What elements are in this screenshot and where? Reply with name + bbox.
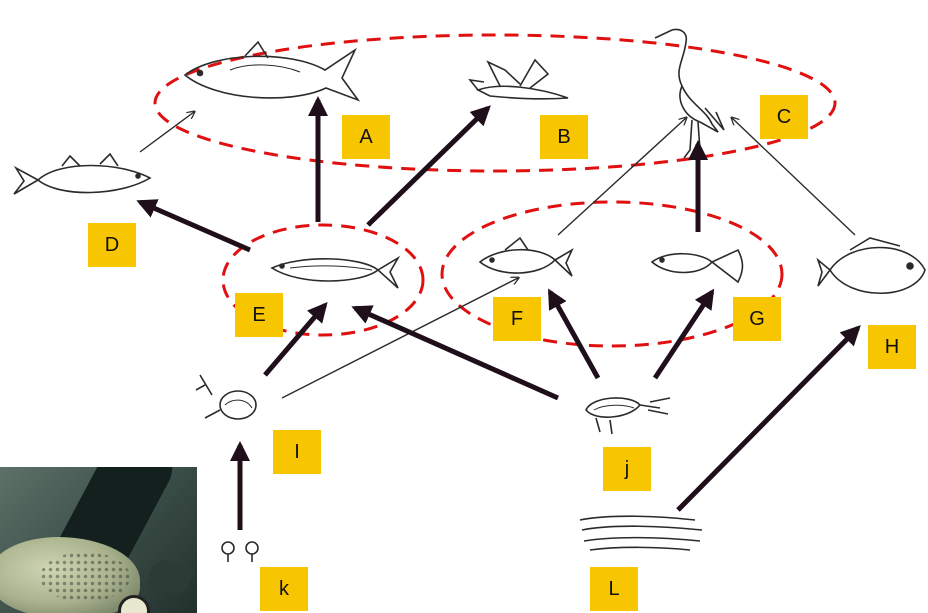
guppy-icon <box>650 248 744 284</box>
cichlid-icon <box>816 237 926 295</box>
label-B: B <box>540 115 588 159</box>
label-D: D <box>88 223 136 267</box>
label-F: F <box>493 297 541 341</box>
label-E: E <box>235 293 283 337</box>
label-A: A <box>342 115 390 159</box>
arrow-E-to-D <box>136 199 251 253</box>
arrow-L-to-H <box>676 325 861 512</box>
label-j: j <box>603 447 651 491</box>
minnow-icon <box>270 255 401 289</box>
arrow-j-to-G <box>652 288 715 380</box>
fish-eye-icon <box>118 595 150 613</box>
arrow-j-to-E <box>351 305 560 401</box>
label-C: C <box>760 95 808 139</box>
heron-icon <box>654 28 725 159</box>
fish-photo <box>0 467 197 613</box>
label-I: I <box>273 430 321 474</box>
small-fish-icon <box>13 152 152 195</box>
arrow-I-to-F <box>281 278 518 399</box>
large-fish-icon <box>183 40 361 102</box>
group-ring-group-FG <box>440 200 784 348</box>
group-ring-top-predators <box>153 33 837 173</box>
arrow-D-to-A <box>139 112 194 153</box>
algae-icon <box>579 515 703 551</box>
label-k: k <box>260 567 308 611</box>
arrow-I-to-E <box>263 301 328 377</box>
label-L: L <box>590 567 638 611</box>
plankton-icon <box>221 541 259 562</box>
bird-in-flight-icon <box>468 58 569 100</box>
arrow-F-to-C <box>557 118 686 236</box>
snail-icon <box>195 374 257 420</box>
arrow-E-to-B <box>366 105 491 227</box>
label-G: G <box>733 297 781 341</box>
arrow-j-to-F <box>547 288 601 380</box>
arrow-H-to-C <box>732 118 856 236</box>
shrimp-icon <box>585 397 671 435</box>
tetra-fish-icon <box>478 236 574 277</box>
label-H: H <box>868 325 916 369</box>
group-ring-group-E <box>221 223 425 337</box>
